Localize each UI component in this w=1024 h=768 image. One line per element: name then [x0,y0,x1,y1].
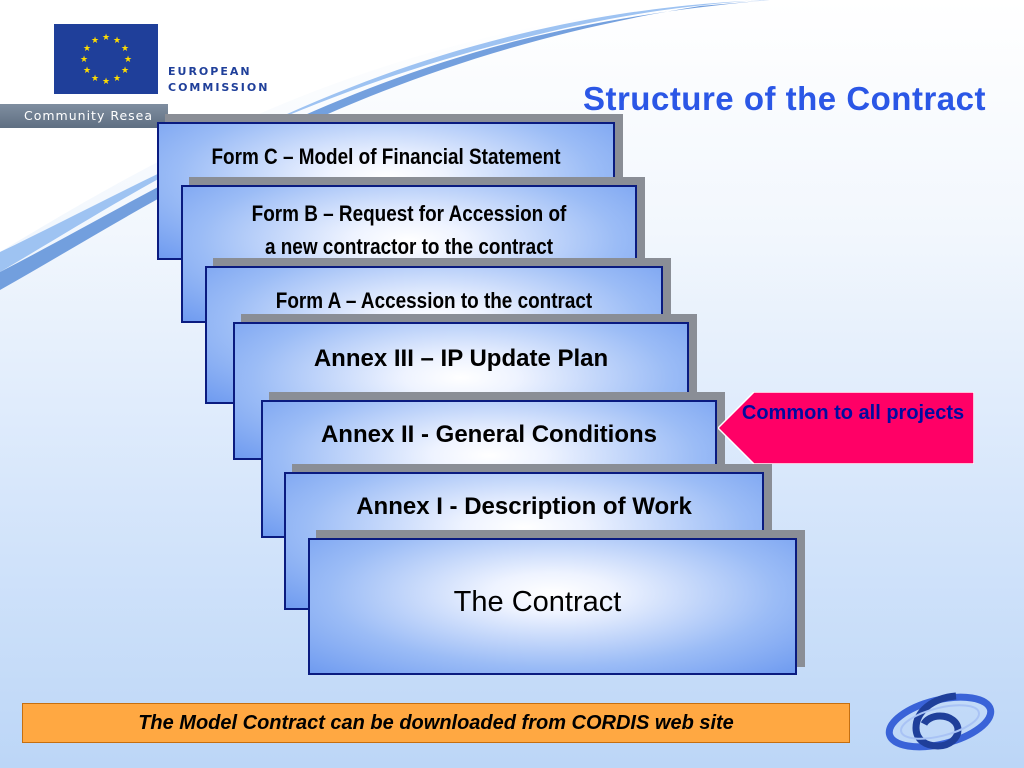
org-name-line1: EUROPEAN [168,65,252,78]
callout-arrow [718,392,974,464]
svg-text:★: ★ [102,77,110,87]
svg-text:★: ★ [121,66,129,76]
card-form-a-label: Form A – Accession to the contract [275,288,593,313]
svg-text:★: ★ [83,66,91,76]
svg-text:★: ★ [80,55,88,65]
background-swoosh [0,0,770,290]
eu-stars-icon: ★★★ ★★★ ★★★ ★★★ [80,33,132,87]
card-annex-i-label: Annex I - Description of Work [356,493,692,520]
card-annex-ii-label: Annex II - General Conditions [320,421,658,448]
research-band: Community Resea [0,104,168,128]
card-the-contract-label: The Contract [453,586,622,618]
band-text: Community Resea [24,108,153,123]
svg-text:★: ★ [121,44,129,54]
footer-text: The Model Contract can be downloaded fro… [138,711,734,734]
card-annex-iii-label: Annex III – IP Update Plan [313,345,609,372]
svg-text:★: ★ [91,36,99,46]
svg-text:★: ★ [113,36,121,46]
card-form-c-label: Form C – Model of Financial Statement [211,144,561,169]
svg-text:★: ★ [91,74,99,84]
org-name-line2: COMMISSION [168,81,270,94]
svg-text:★: ★ [124,55,132,65]
svg-text:★: ★ [102,33,110,43]
fp6-logo [885,692,995,751]
card-form-b-label: Form B – Request for Accession of a new … [251,201,567,259]
page-title: Structure of the Contract [582,80,986,117]
org-name: EUROPEAN COMMISSION [168,64,269,96]
svg-text:★: ★ [83,44,91,54]
callout-text: Common to all projects [741,402,965,424]
footer-banner: The Model Contract can be downloaded fro… [22,703,850,743]
eu-flag-logo: ★★★ ★★★ ★★★ ★★★ [54,24,158,94]
svg-text:★: ★ [113,74,121,84]
card-the-contract: The Contract [308,538,797,675]
